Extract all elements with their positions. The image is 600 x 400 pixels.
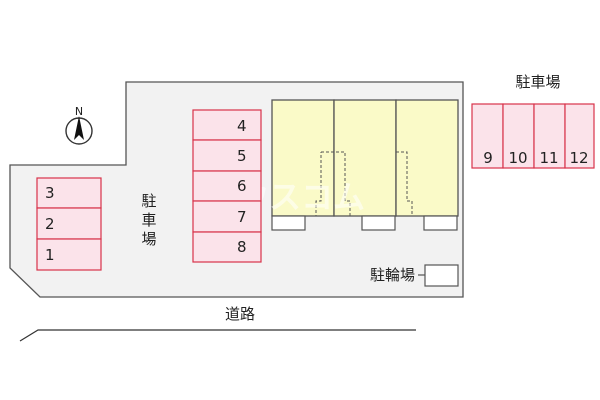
parking-label-char: 場 [141,230,156,248]
compass-north-label: N [75,105,83,118]
bicycle-parking-area [424,264,459,287]
parking-right-label: 駐車場 [515,73,560,91]
parking-slot-8 [192,231,262,263]
parking-slot-10 [502,103,535,169]
parking-slot-1 [36,238,102,271]
parking-slot-number: 7 [237,208,247,226]
building-unit [395,99,459,217]
parking-label-char: 車 [141,211,156,229]
stair-outline [315,151,351,217]
parking-right: 駐車場 9 10 11 12 [471,73,595,169]
stair-outline [396,151,413,217]
road: 道路 [19,305,416,342]
parking-slot-number: 12 [569,149,588,167]
entrance-step [423,215,458,231]
parking-slot-2 [36,207,102,240]
parking-label-char: 駐 [141,192,156,210]
parking-slot-number: 8 [237,238,247,256]
parking-slot-12 [564,103,595,169]
parking-slot-3 [36,177,102,209]
entrance-step [271,215,306,231]
road-edge [19,329,416,342]
bicycle-parking-label: 駐輪場 [370,266,415,284]
parking-slot-number: 5 [237,147,247,165]
parking-slot-4 [192,109,262,141]
parking-slot-number: 6 [237,177,247,195]
parking-slot-number: 10 [508,149,527,167]
entrance-step [361,215,396,231]
parking-slot-7 [192,200,262,233]
parking-slot-6 [192,170,262,202]
parking-slot-number: 3 [45,184,55,202]
parking-slot-number: 11 [539,149,558,167]
parking-slot-number: 2 [45,215,55,233]
bicycle-parking: 駐輪場 [370,264,459,287]
building [271,99,459,231]
parking-label-vertical: 駐 車 場 [141,192,156,248]
building-unit [271,99,335,217]
parking-slot-number: 9 [483,149,493,167]
parking-slot-number: 1 [45,246,55,264]
parking-center: 4 5 6 7 8 [192,109,262,263]
north-arrow-icon: N [65,105,93,145]
parking-slot-number: 4 [237,117,247,135]
parking-slot-5 [192,139,262,172]
parking-left: 3 2 1 [36,177,102,271]
road-label: 道路 [225,305,255,323]
